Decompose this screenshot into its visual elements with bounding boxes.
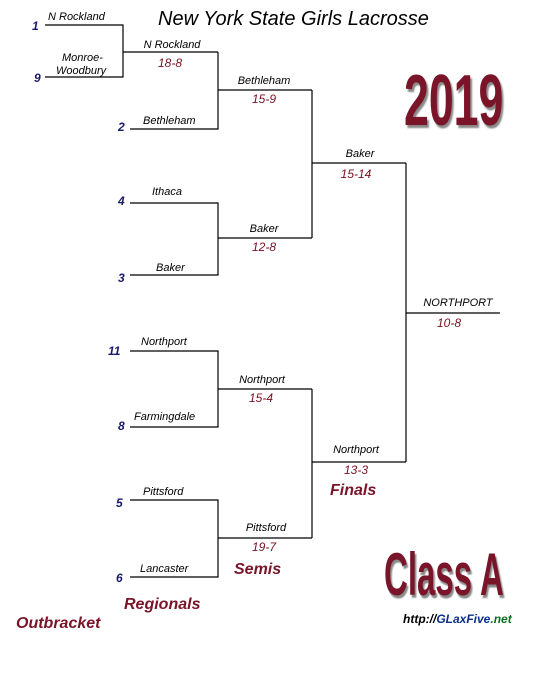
url-prefix: http:// [403, 612, 437, 626]
winner-semi-1: Baker [345, 148, 375, 160]
winner-semi-2: Northport [333, 444, 379, 456]
team-monroe-woodbury-line1: Monroe- [62, 52, 103, 64]
url-tld: .net [490, 612, 512, 626]
team-baker: Baker [156, 262, 185, 274]
team-lancaster: Lancaster [140, 563, 189, 575]
round-label-regionals: Regionals [124, 596, 201, 613]
seed-farmingdale: 8 [118, 419, 125, 433]
seed-northport: 11 [108, 344, 121, 358]
bracket-line-regional-1 [130, 52, 219, 130]
bracket-line-regional-2 [130, 202, 219, 276]
winner-regional-3: Northport [239, 374, 285, 386]
seed-lancaster: 6 [116, 571, 123, 585]
seed-baker: 3 [118, 271, 125, 285]
score-outbracket: 18-8 [157, 56, 183, 70]
url-domain: GLaxFive [436, 612, 491, 626]
score-regional-1: 15-9 [251, 92, 277, 106]
bracket-line-outbracket [45, 24, 124, 78]
team-monroe-woodbury-line2: Woodbury [56, 65, 107, 77]
team-n-rockland: N Rockland [48, 11, 105, 23]
winner-outbracket: N Rockland [143, 39, 201, 51]
team-northport: Northport [141, 336, 187, 348]
winner-regional-4: Pittsford [245, 522, 287, 534]
team-bethlehem: Bethleham [143, 115, 196, 127]
score-regional-2: 12-8 [251, 240, 277, 254]
site-url[interactable]: http://GLaxFive.net [403, 612, 512, 626]
seed-pittsford: 5 [116, 496, 123, 510]
round-label-finals: Finals [330, 482, 377, 499]
team-farmingdale: Farmingdale [134, 411, 196, 423]
score-semi-1: 15-14 [340, 167, 372, 181]
team-ithaca: Ithaca [152, 186, 182, 198]
page-title: New York State Girls Lacrosse [158, 8, 429, 30]
seed-n-rockland: 1 [32, 19, 39, 33]
score-regional-3: 15-4 [248, 391, 274, 405]
seed-bethlehem: 2 [118, 120, 125, 134]
score-regional-4: 19-7 [251, 540, 277, 554]
winner-regional-1: Bethleham [237, 75, 291, 87]
team-pittsford: Pittsford [143, 486, 184, 498]
winner-final: NORTHPORT [423, 297, 493, 309]
seed-ithaca: 4 [118, 194, 125, 208]
score-semi-2: 13-3 [343, 463, 369, 477]
round-label-semis: Semis [234, 561, 282, 578]
year-logo: 2019 [404, 61, 504, 141]
winner-regional-2: Baker [249, 223, 279, 235]
round-label-outbracket: Outbracket [16, 615, 101, 632]
class-label: Class A [384, 541, 504, 608]
score-final: 10-8 [436, 316, 462, 330]
seed-monroe-woodbury: 9 [34, 71, 41, 85]
